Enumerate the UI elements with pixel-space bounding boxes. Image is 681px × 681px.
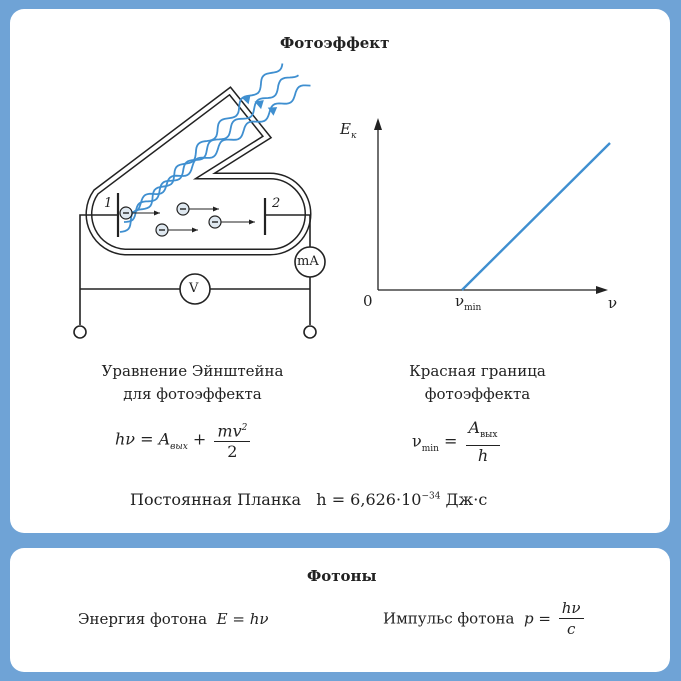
photon-energy: Энергия фотона E = hν xyxy=(78,610,269,628)
electron xyxy=(208,215,255,229)
nu-min-label: νmin xyxy=(455,292,482,313)
wave-arrow xyxy=(254,100,264,110)
wave-arrow xyxy=(267,107,278,116)
origin-label: 0 xyxy=(363,292,373,310)
anode-label: 2 xyxy=(272,196,281,211)
light-waves xyxy=(119,63,311,233)
circuit xyxy=(73,193,326,339)
ammeter-label: mA xyxy=(297,254,319,269)
voltmeter-label: V xyxy=(189,281,199,296)
electrons xyxy=(119,202,255,237)
einstein-heading: Уравнение Эйнштейна для фотоэффекта xyxy=(101,362,284,403)
ammeter xyxy=(294,246,326,278)
voltmeter xyxy=(179,273,211,305)
energy-line xyxy=(461,142,611,291)
electron xyxy=(176,202,219,216)
cathode-label: 1 xyxy=(104,196,113,211)
terminal-right xyxy=(303,325,317,339)
red-limit-heading: Красная граница фотоэффекта xyxy=(409,362,546,403)
photoeffect-panel xyxy=(10,9,670,533)
electron xyxy=(119,206,160,220)
x-axis-arrow xyxy=(596,286,608,294)
title: Фотоэффект xyxy=(280,34,390,52)
photons-panel xyxy=(10,548,670,672)
electron xyxy=(155,223,198,237)
light-wave xyxy=(123,74,299,223)
light-wave xyxy=(127,84,311,214)
terminal-left xyxy=(73,325,87,339)
light-wave xyxy=(119,63,284,233)
y-axis-arrow xyxy=(374,118,382,130)
y-axis-label: Eк xyxy=(340,120,357,141)
photons-title: Фотоны xyxy=(307,567,377,585)
wave-arrow xyxy=(241,95,251,105)
planck-constant: Постоянная Планка h = 6,626·10−34 Дж·с xyxy=(130,490,488,509)
energy-graph xyxy=(374,118,611,294)
x-axis-label: ν xyxy=(608,294,618,312)
